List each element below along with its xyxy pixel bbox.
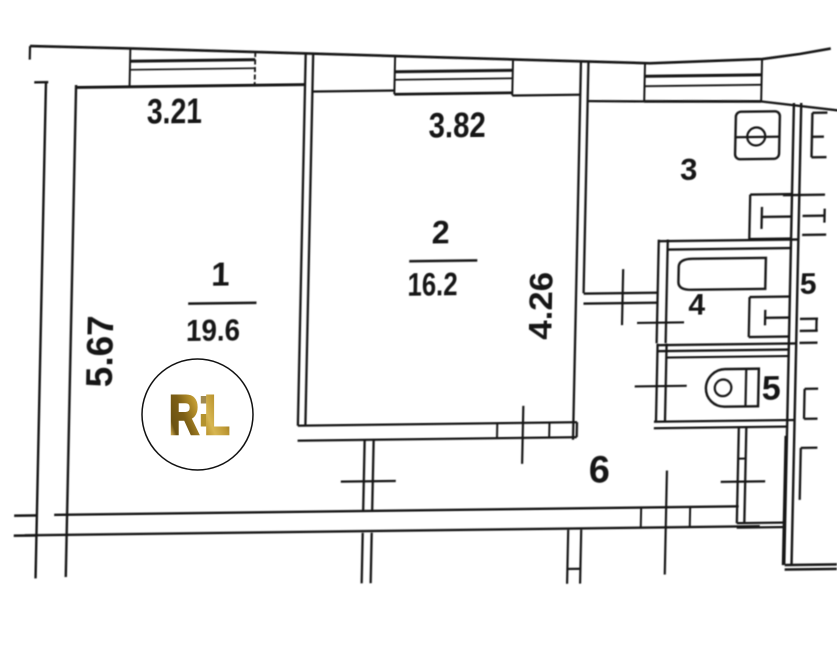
svg-text:4.26: 4.26 <box>522 272 559 340</box>
svg-text:6: 6 <box>588 449 610 491</box>
svg-text:5: 5 <box>800 268 817 301</box>
svg-text:5.67: 5.67 <box>79 315 122 388</box>
svg-text:3.21: 3.21 <box>147 92 203 132</box>
svg-text:1: 1 <box>211 256 230 293</box>
svg-text:4: 4 <box>688 289 706 322</box>
svg-text:3: 3 <box>680 152 698 187</box>
svg-text:16.2: 16.2 <box>407 266 458 303</box>
svg-text:2: 2 <box>431 214 450 250</box>
svg-text:19.6: 19.6 <box>186 312 241 348</box>
svg-text:5: 5 <box>761 370 781 408</box>
svg-text:3.82: 3.82 <box>428 106 486 146</box>
